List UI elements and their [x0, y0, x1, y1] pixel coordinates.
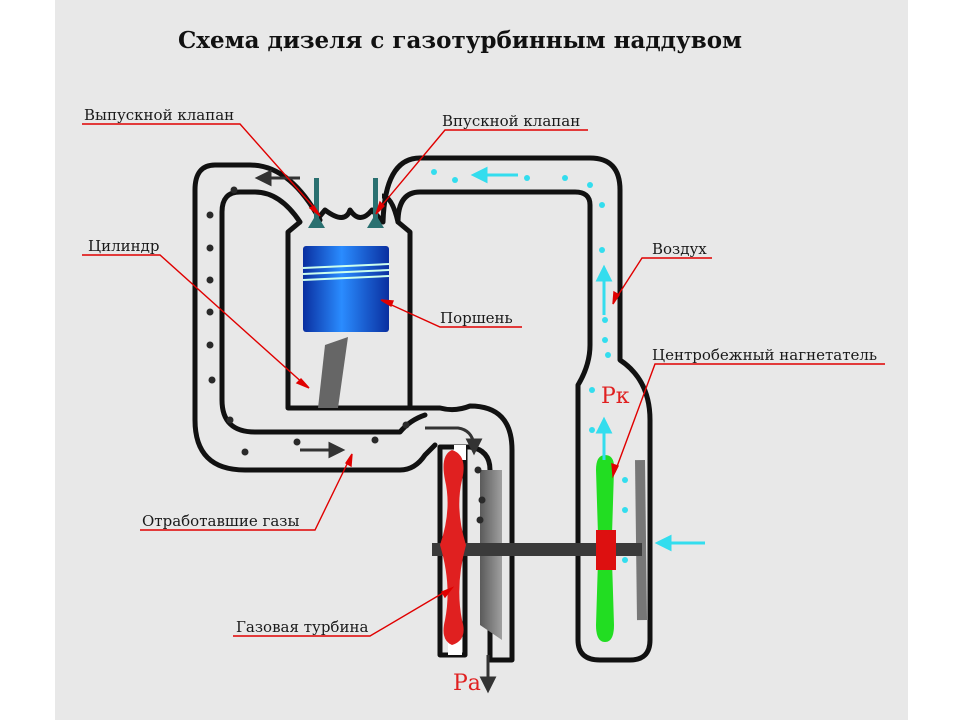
label-compressor: Центробежный нагнетатель — [652, 346, 877, 364]
air-flow-arrows — [470, 166, 705, 552]
label-exhaust-gases: Отработавшие газы — [142, 512, 299, 530]
intake-duct — [380, 155, 653, 663]
label-piston: Поршень — [440, 309, 513, 327]
gas-flow-arrows — [254, 169, 497, 694]
compressor-inner-wall — [635, 459, 647, 621]
air-particles — [431, 169, 628, 563]
label-intake-valve: Впускной клапан — [442, 112, 580, 130]
label-cylinder: Цилиндр — [88, 237, 159, 255]
label-exhaust-valve: Выпускной клапан — [84, 106, 234, 124]
page-title: Схема дизеля с газотурбинным наддувом — [178, 27, 742, 54]
leader-lines — [82, 123, 885, 637]
label-gas-turbine: Газовая турбина — [236, 618, 368, 636]
exhaust-particles — [206, 186, 486, 524]
label-pk: Рк — [601, 384, 630, 409]
intake-valve — [367, 178, 384, 228]
connecting-rod — [318, 337, 348, 408]
piston — [302, 246, 390, 408]
label-pa: Ра — [453, 671, 481, 696]
turbo-shaft — [432, 543, 642, 556]
compressor-hub — [596, 530, 616, 570]
exhaust-valve — [308, 178, 325, 228]
label-air: Воздух — [652, 240, 707, 258]
turbine-wheel — [440, 450, 466, 645]
